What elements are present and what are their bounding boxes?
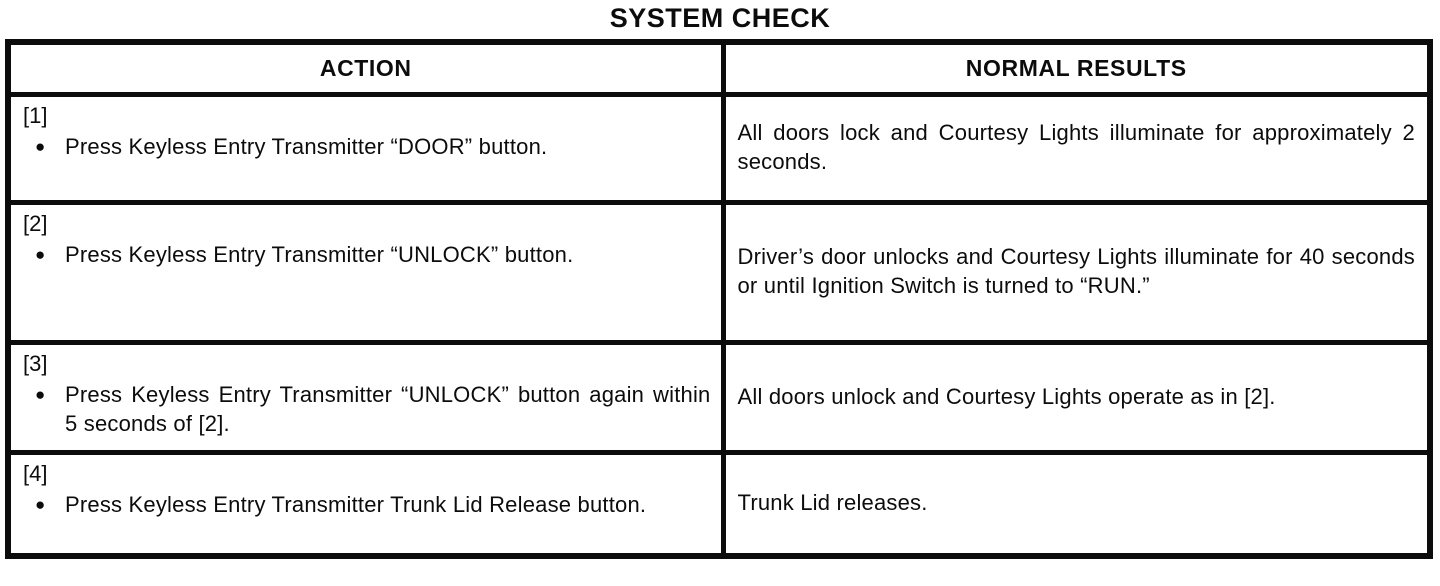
- table-row: [2] ● Press Keyless Entry Transmitter “U…: [5, 199, 1433, 345]
- result-text: All doors lock and Courtesy Lights illum…: [737, 120, 1415, 174]
- action-cell-1: [1] ● Press Keyless Entry Transmitter “D…: [5, 91, 726, 205]
- action-text: Press Keyless Entry Transmitter “UNLOCK”…: [65, 381, 711, 436]
- result-cell-2: Driver’s door unlocks and Courtesy Light…: [720, 199, 1433, 345]
- table-row: [1] ● Press Keyless Entry Transmitter “D…: [5, 91, 1433, 205]
- column-header-action: ACTION: [5, 39, 726, 97]
- bullet-icon: ●: [35, 244, 46, 264]
- step-ref: [2]: [23, 210, 48, 236]
- system-check-table: ACTION NORMAL RESULTS [1] ● Press Keyles…: [5, 39, 1433, 559]
- action-cell-3: [3] ● Press Keyless Entry Transmitter “U…: [5, 339, 726, 455]
- bullet-line: ● Press Keyless Entry Transmitter Trunk …: [21, 490, 711, 519]
- step-ref: [4]: [23, 460, 48, 486]
- step-ref: [1]: [23, 102, 48, 128]
- column-header-normal-results: NORMAL RESULTS: [720, 39, 1433, 97]
- bullet-line: ● Press Keyless Entry Transmitter “UNLOC…: [21, 380, 711, 438]
- action-text: Press Keyless Entry Transmitter Trunk Li…: [65, 491, 647, 517]
- action-cell-2: [2] ● Press Keyless Entry Transmitter “U…: [5, 199, 726, 345]
- result-cell-1: All doors lock and Courtesy Lights illum…: [720, 91, 1433, 205]
- table-row: [3] ● Press Keyless Entry Transmitter “U…: [5, 339, 1433, 455]
- bullet-line: ● Press Keyless Entry Transmitter “UNLOC…: [21, 240, 711, 269]
- step-ref: [3]: [23, 350, 48, 376]
- bullet-icon: ●: [35, 384, 46, 404]
- page-title: SYSTEM CHECK: [609, 3, 831, 33]
- result-cell-3: All doors unlock and Courtesy Lights ope…: [720, 339, 1433, 455]
- result-text: All doors unlock and Courtesy Lights ope…: [737, 383, 1276, 409]
- result-text: Driver’s door unlocks and Courtesy Light…: [737, 244, 1415, 298]
- result-text: Trunk Lid releases.: [737, 490, 928, 516]
- action-text: Press Keyless Entry Transmitter “UNLOCK”…: [65, 241, 574, 267]
- bullet-icon: ●: [35, 494, 46, 514]
- bullet-line: ● Press Keyless Entry Transmitter “DOOR”…: [21, 132, 711, 161]
- table-header-row: ACTION NORMAL RESULTS: [5, 39, 1433, 97]
- bullet-icon: ●: [35, 136, 46, 156]
- action-text: Press Keyless Entry Transmitter “DOOR” b…: [65, 133, 548, 159]
- table-row: [4] ● Press Keyless Entry Transmitter Tr…: [5, 449, 1433, 559]
- result-cell-4: Trunk Lid releases.: [720, 449, 1433, 559]
- action-cell-4: [4] ● Press Keyless Entry Transmitter Tr…: [5, 449, 726, 559]
